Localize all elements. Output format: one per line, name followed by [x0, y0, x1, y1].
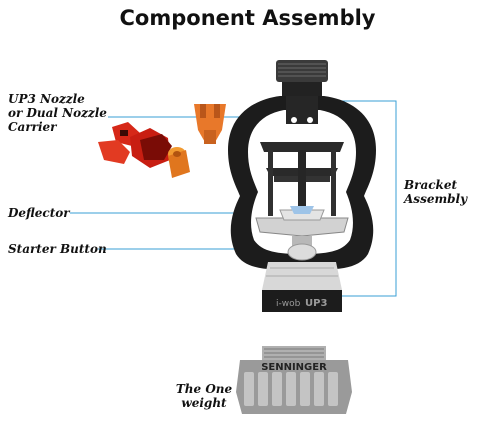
- up3-nozzle: [194, 104, 226, 144]
- label-nozzle-line-3: Carrier: [8, 120, 57, 134]
- sprinkler-body: i-wob UP3: [228, 60, 376, 312]
- label-nozzle-line-1: UP3 Nozzle: [8, 92, 85, 106]
- diagram-title: Component Assembly: [119, 6, 376, 30]
- body-brand-marking: i-wob: [276, 299, 301, 309]
- the-one-weight: SENNINGER: [236, 346, 352, 414]
- label-deflector: Deflector: [8, 206, 70, 220]
- label-starter-button: Starter Button: [8, 242, 107, 256]
- label-bracket-assembly: Bracket Assembly: [404, 178, 467, 206]
- label-nozzle-line-2: or Dual Nozzle: [8, 106, 107, 120]
- body-model-marking: UP3: [305, 298, 327, 309]
- label-nozzle: UP3 Nozzle or Dual Nozzle Carrier: [8, 92, 128, 134]
- weight-brand-marking: SENNINGER: [261, 362, 327, 373]
- leader-bracket: [335, 100, 397, 297]
- label-the-one-weight: The One weight: [168, 382, 240, 410]
- label-bracket-line-2: Assembly: [404, 192, 468, 206]
- label-weight-line-2: weight: [181, 396, 227, 410]
- label-bracket-line-1: Bracket: [404, 178, 458, 192]
- label-weight-line-1: The One: [175, 382, 233, 396]
- dual-nozzle-carrier: [98, 122, 190, 178]
